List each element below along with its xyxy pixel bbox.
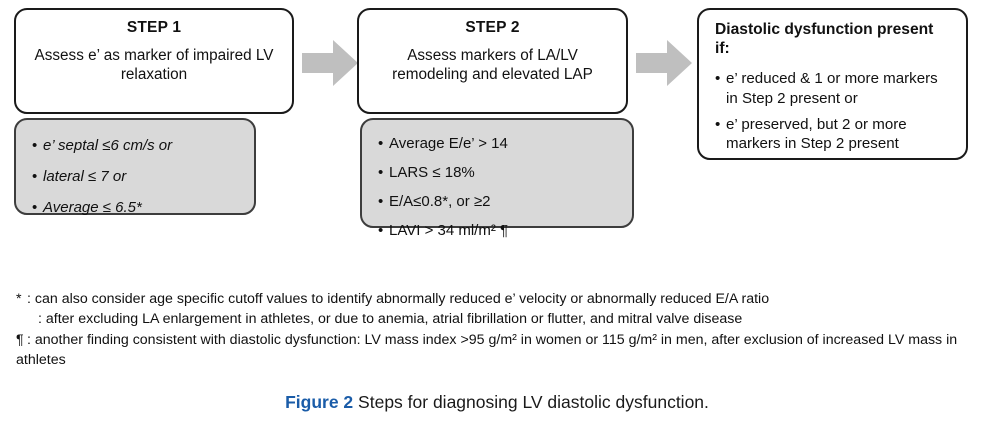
footnote-text: : after excluding LA enlargement in athl… [38, 311, 743, 328]
step1-description: Assess e’ as marker of impaired LV relax… [34, 47, 274, 84]
footnote-mark: * [16, 291, 22, 307]
step2-title: STEP 2 [465, 19, 520, 36]
footnote-pilcrow: ¶: another finding consistent with diast… [16, 330, 982, 371]
figure-caption-text: Steps for diagnosing LV diastolic dysfun… [358, 392, 709, 412]
step2-criterion: LARS ≤ 18% [378, 165, 626, 180]
result-box: Diastolic dysfunction present if: e’ red… [697, 8, 968, 160]
step1-criterion: e’ septal ≤6 cm/s or [32, 138, 248, 153]
step1-criteria-box: e’ septal ≤6 cm/s or lateral ≤ 7 or Aver… [14, 118, 256, 215]
footnote-text: : can also consider age specific cutoff … [27, 291, 770, 307]
step1-criterion: Average ≤ 6.5* [32, 200, 248, 215]
footnote-mark: ¶ [16, 331, 24, 348]
arrow-step1-to-step2 [302, 40, 358, 86]
step1-criteria-list: e’ septal ≤6 cm/s or lateral ≤ 7 or Aver… [32, 138, 248, 231]
result-title: Diastolic dysfunction present if: [715, 21, 934, 57]
footnotes: * : can also consider age specific cutoff… [16, 289, 982, 371]
step2-criterion: E/A≤0.8*, or ≥2 [378, 194, 626, 209]
step1-criterion: lateral ≤ 7 or [32, 169, 248, 184]
step2-description: Assess markers of LA/LV remodeling and e… [392, 47, 593, 84]
step2-criterion: LAVI > 34 ml/m² ¶ [378, 223, 626, 238]
result-criteria-list: e’ reduced & 1 or more markers in Step 2… [715, 69, 952, 153]
step2-criteria-list: Average E/e’ > 14 LARS ≤ 18% E/A≤0.8*, o… [378, 136, 626, 252]
figure-caption: Figure 2 Steps for diagnosing LV diastol… [0, 392, 994, 413]
step2-criterion: Average E/e’ > 14 [378, 136, 626, 151]
figure-number-label: Figure 2 [285, 392, 354, 412]
result-criterion: e’ reduced & 1 or more markers in Step 2… [715, 69, 952, 107]
result-criterion: e’ preserved, but 2 or more markers in S… [715, 115, 952, 153]
arrow-step2-to-result [636, 40, 692, 86]
right-block-arrow-icon [302, 40, 358, 86]
footnote-dagger: : after excluding LA enlargement in athl… [16, 309, 982, 329]
footnote-asterisk: * : can also consider age specific cutoff… [16, 289, 982, 309]
step2-criteria-box: Average E/e’ > 14 LARS ≤ 18% E/A≤0.8*, o… [360, 118, 634, 238]
step1-title: STEP 1 [126, 19, 182, 36]
step2-header-box: STEP 2 Assess markers of LA/LV remodelin… [357, 8, 628, 114]
footnote-text: : another finding consistent with diasto… [16, 331, 958, 369]
step1-header-box: STEP 1 Assess e’ as marker of impaired L… [14, 8, 294, 114]
right-block-arrow-icon [636, 40, 692, 86]
